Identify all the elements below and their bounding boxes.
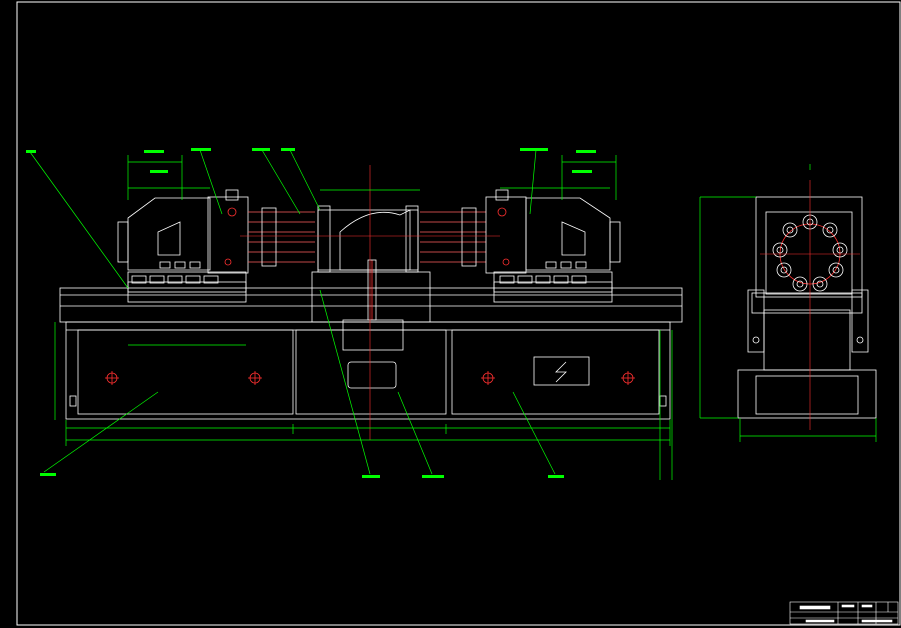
side-centerlines [760,180,860,430]
control-panel [347,361,397,389]
side-view [737,196,877,419]
front-view [59,189,683,420]
title-block [789,601,899,625]
front-centerlines [240,165,500,440]
side-head [755,196,863,298]
side-dimensions [699,164,877,442]
left-spindle-box [207,196,249,274]
right-headstock [525,197,611,271]
machine-base [65,321,671,420]
lightning-icon [555,361,567,383]
dimension-tags [26,148,596,478]
front-dimensions [29,149,673,480]
drawing-border [16,1,901,626]
left-headstock [127,197,211,271]
right-spindle-box [485,196,527,274]
side-base [737,369,877,419]
base-cabinet-center [295,329,447,415]
electric-panel [533,356,590,386]
base-bolt-holes [105,371,635,385]
base-cabinet-left [77,329,294,415]
base-cabinet-right [451,329,660,415]
